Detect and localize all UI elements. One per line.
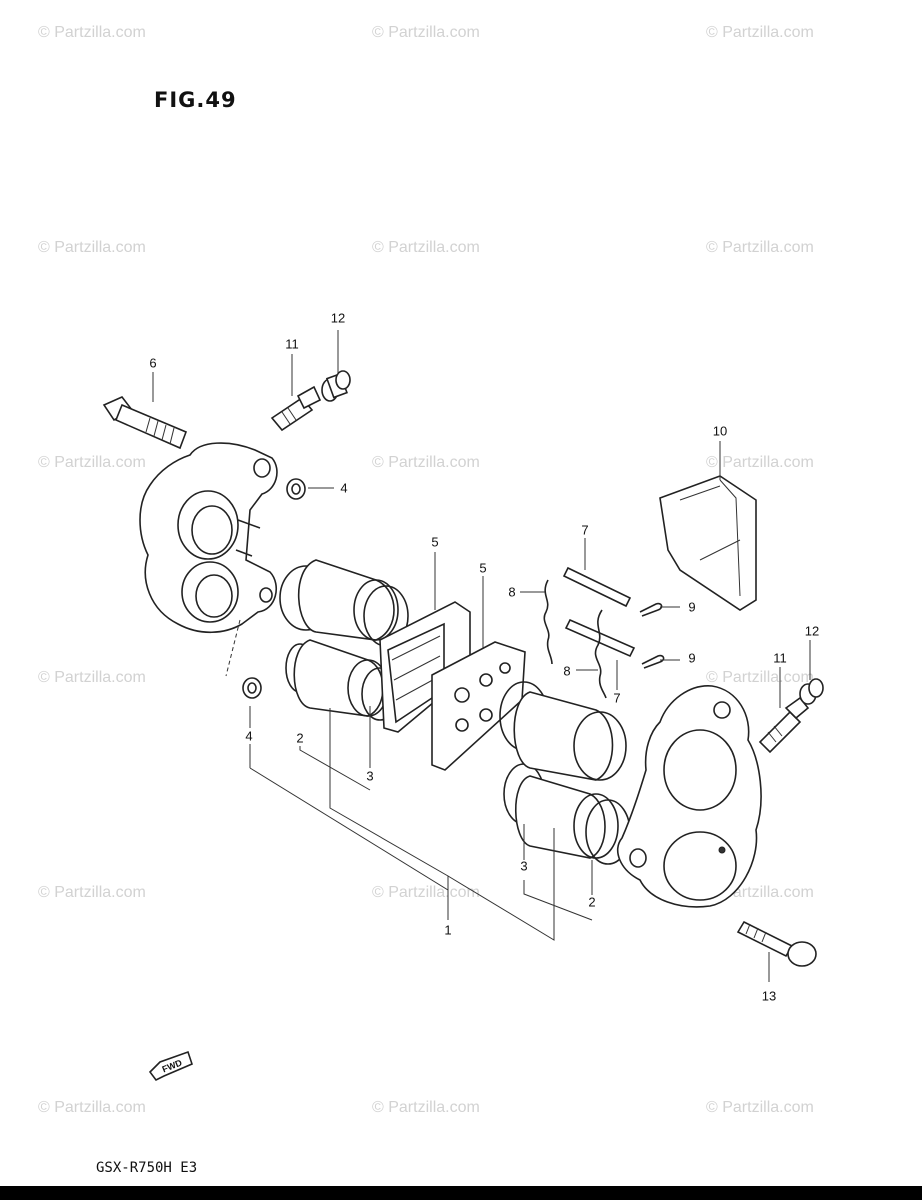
callout-11: 11 — [773, 650, 787, 666]
fwd-arrow-icon — [148, 1050, 193, 1082]
callout-2: 2 — [588, 894, 596, 910]
watermark: © Partzilla.com — [372, 239, 480, 256]
callout-3: 3 — [366, 768, 374, 784]
part-12-bleeder-cap-lower[interactable] — [799, 678, 824, 705]
callout-11: 11 — [285, 336, 299, 352]
callout-3: 3 — [520, 858, 528, 874]
callout-7: 7 — [581, 522, 589, 538]
watermark: © Partzilla.com — [38, 1099, 146, 1116]
callout-10: 10 — [712, 423, 728, 439]
callout-6: 6 — [149, 355, 157, 371]
part-11-bleeder-valve[interactable] — [270, 385, 322, 432]
part-8-clip-lower[interactable] — [594, 609, 607, 699]
right-caliper-half[interactable] — [616, 685, 762, 908]
right-pistons-seals[interactable] — [499, 681, 631, 865]
left-caliper-half[interactable] — [139, 442, 278, 634]
part-7-pad-pin-upper[interactable] — [562, 566, 632, 608]
part-10-pad-spring[interactable] — [659, 475, 757, 611]
watermark: © Partzilla.com — [38, 24, 146, 41]
left-pistons-seals[interactable] — [279, 559, 409, 721]
part-4-upper[interactable] — [286, 478, 306, 500]
callout-5: 5 — [479, 560, 487, 576]
callout-13: 13 — [761, 988, 777, 1004]
watermark: © Partzilla.com — [706, 239, 814, 256]
callout-2: 2 — [296, 730, 304, 746]
watermark: © Partzilla.com — [706, 454, 814, 471]
part-9-cotter-lower[interactable] — [641, 654, 665, 669]
part-11-bleeder-valve-lower[interactable] — [758, 696, 810, 754]
model-code: GSX-R750H E3 — [96, 1160, 198, 1176]
watermark: © Partzilla.com — [706, 669, 814, 686]
part-6-bolt[interactable] — [102, 396, 188, 450]
part-8-clip-upper[interactable] — [543, 579, 553, 665]
figure-title: FIG.49 — [154, 88, 237, 112]
watermark: © Partzilla.com — [706, 24, 814, 41]
watermark: © Partzilla.com — [372, 454, 480, 471]
callout-4: 4 — [245, 728, 253, 744]
callout-4: 4 — [340, 480, 348, 496]
watermark: © Partzilla.com — [372, 24, 480, 41]
callout-8: 8 — [563, 663, 571, 679]
part-5-pad-left[interactable] — [379, 601, 471, 733]
leader-line — [225, 619, 241, 677]
watermark: © Partzilla.com — [38, 884, 146, 901]
callout-12: 12 — [330, 310, 346, 326]
part-13-bolt[interactable] — [736, 920, 817, 967]
watermark: © Partzilla.com — [38, 239, 146, 256]
callout-1: 1 — [444, 922, 452, 938]
watermark: © Partzilla.com — [706, 1099, 814, 1116]
watermark: © Partzilla.com — [38, 454, 146, 471]
part-9-cotter-upper[interactable] — [639, 602, 663, 617]
part-12-bleeder-cap[interactable] — [321, 370, 351, 402]
callout-7: 7 — [613, 690, 621, 706]
callout-8: 8 — [508, 584, 516, 600]
callout-12: 12 — [804, 623, 820, 639]
leader-lines — [152, 330, 811, 982]
watermark: © Partzilla.com — [372, 884, 480, 901]
callout-5: 5 — [431, 534, 439, 550]
watermark: © Partzilla.com — [372, 1099, 480, 1116]
callout-9: 9 — [688, 650, 696, 666]
callout-9: 9 — [688, 599, 696, 615]
part-4-lower[interactable] — [242, 677, 262, 699]
watermark: © Partzilla.com — [38, 669, 146, 686]
bottom-bar — [0, 1186, 922, 1200]
